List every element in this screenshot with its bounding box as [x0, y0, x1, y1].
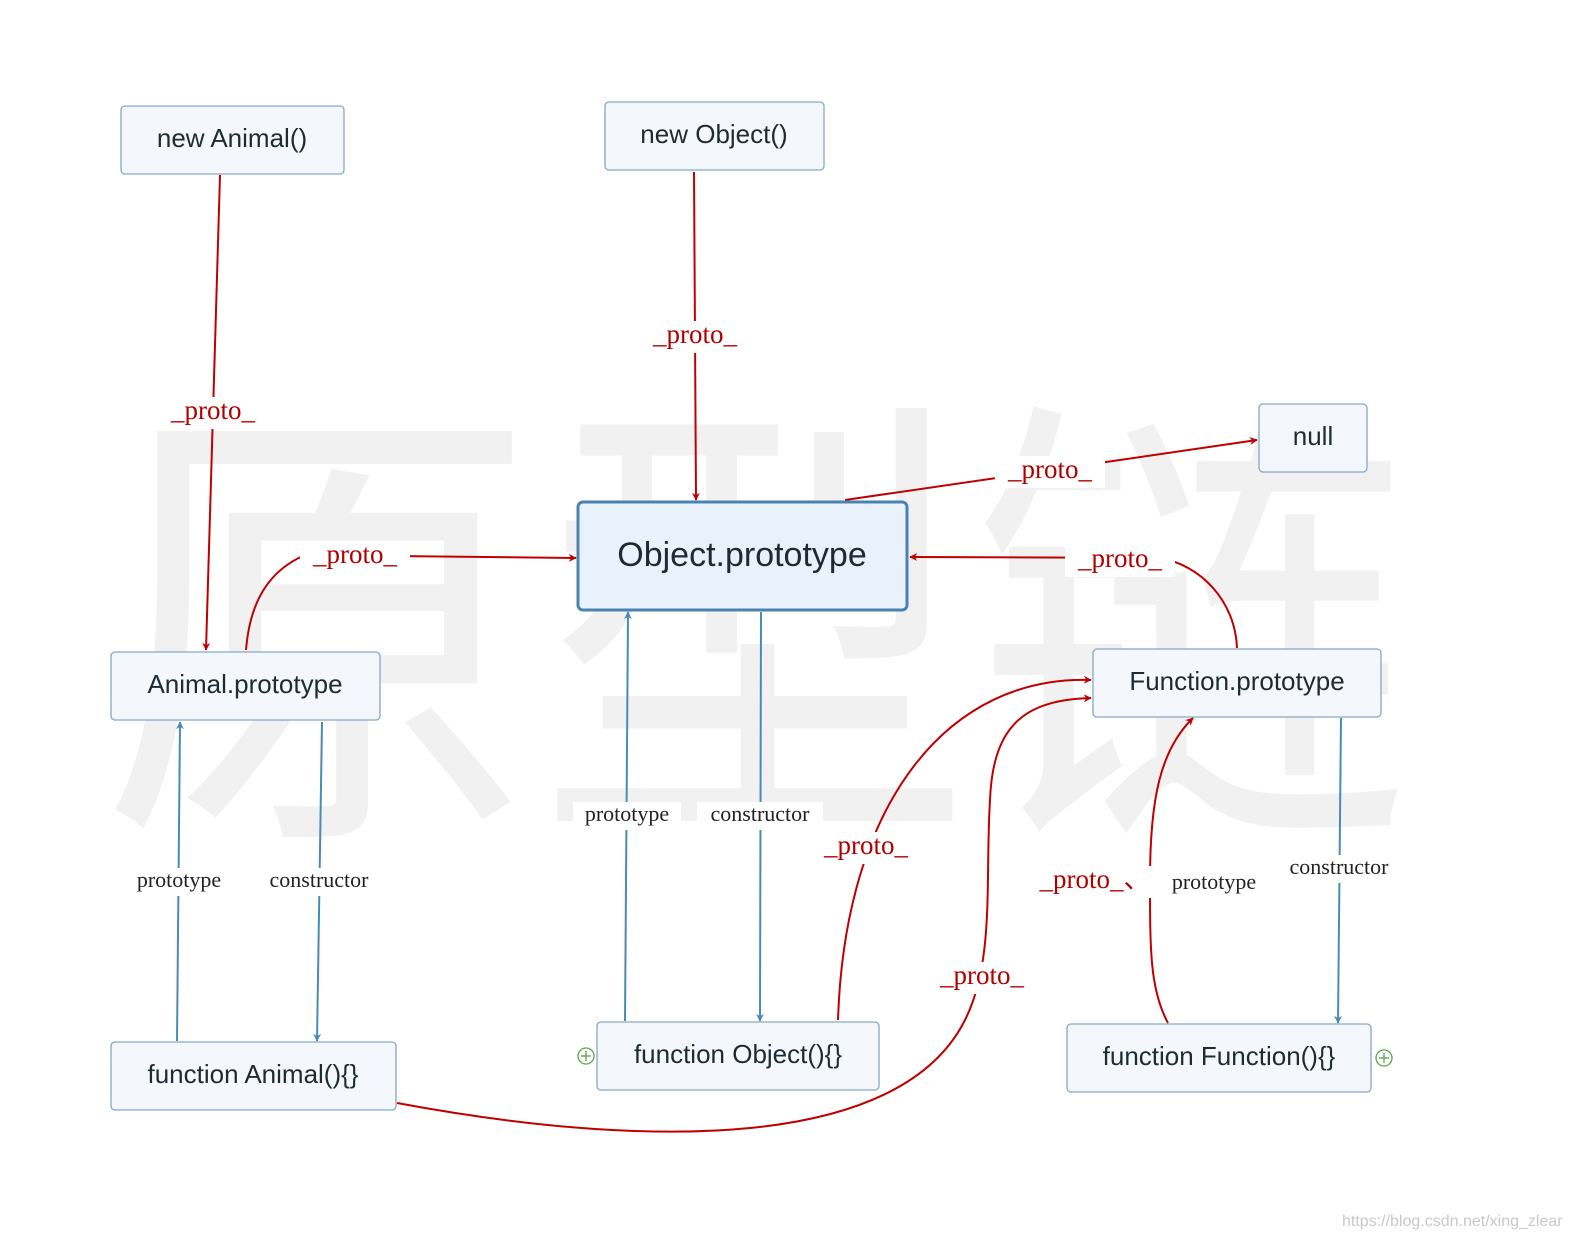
node-new-animal-label: new Animal(): [157, 123, 307, 153]
label-proto-animal-prototype: _proto_: [312, 539, 397, 569]
label-constructor-function: constructor: [1290, 854, 1390, 879]
node-function-object-label: function Object(){}: [634, 1039, 842, 1069]
label-proto-function-function: _proto_、: [1039, 864, 1151, 894]
node-new-object-label: new Object(): [640, 119, 787, 149]
node-null[interactable]: null: [1258, 403, 1368, 473]
node-function-prototype-label: Function.prototype: [1129, 666, 1344, 696]
node-object-prototype-label: Object.prototype: [617, 536, 866, 574]
node-function-animal[interactable]: function Animal(){}: [110, 1041, 397, 1111]
label-prototype-object: prototype: [585, 801, 669, 826]
label-proto-function-object: _proto_: [823, 830, 908, 860]
label-prototype-function: prototype: [1172, 869, 1256, 894]
label-proto-new-object: _proto_: [652, 319, 737, 349]
node-function-animal-label: function Animal(){}: [147, 1059, 358, 1089]
label-proto-new-animal: _proto_: [170, 395, 255, 425]
label-proto-function-prototype: _proto_: [1077, 543, 1162, 573]
node-null-label: null: [1293, 421, 1333, 451]
node-function-prototype[interactable]: Function.prototype: [1092, 648, 1382, 718]
node-function-function[interactable]: function Function(){}: [1066, 1023, 1372, 1093]
node-object-prototype[interactable]: Object.prototype: [576, 500, 909, 612]
node-new-animal[interactable]: new Animal(): [120, 105, 345, 175]
label-proto-null: _proto_: [1007, 454, 1092, 484]
node-new-object[interactable]: new Object(): [604, 101, 825, 171]
label-constructor-animal: constructor: [270, 867, 370, 892]
edge-function-animal-proto: [396, 694, 1092, 1133]
node-function-function-label: function Function(){}: [1103, 1041, 1336, 1071]
node-function-object[interactable]: function Object(){}: [596, 1021, 880, 1091]
label-constructor-object: constructor: [711, 801, 811, 826]
node-animal-prototype-label: Animal.prototype: [147, 669, 342, 699]
expand-plus-icon[interactable]: [1375, 1049, 1393, 1067]
source-credit: https://blog.csdn.net/xing_zlear: [1342, 1213, 1563, 1230]
expand-plus-icon[interactable]: [577, 1047, 595, 1065]
label-prototype-animal: prototype: [137, 867, 221, 892]
label-proto-function-animal: _proto_: [939, 960, 1024, 990]
node-animal-prototype[interactable]: Animal.prototype: [110, 651, 381, 721]
edge-function-object-proto: [837, 675, 1092, 1021]
